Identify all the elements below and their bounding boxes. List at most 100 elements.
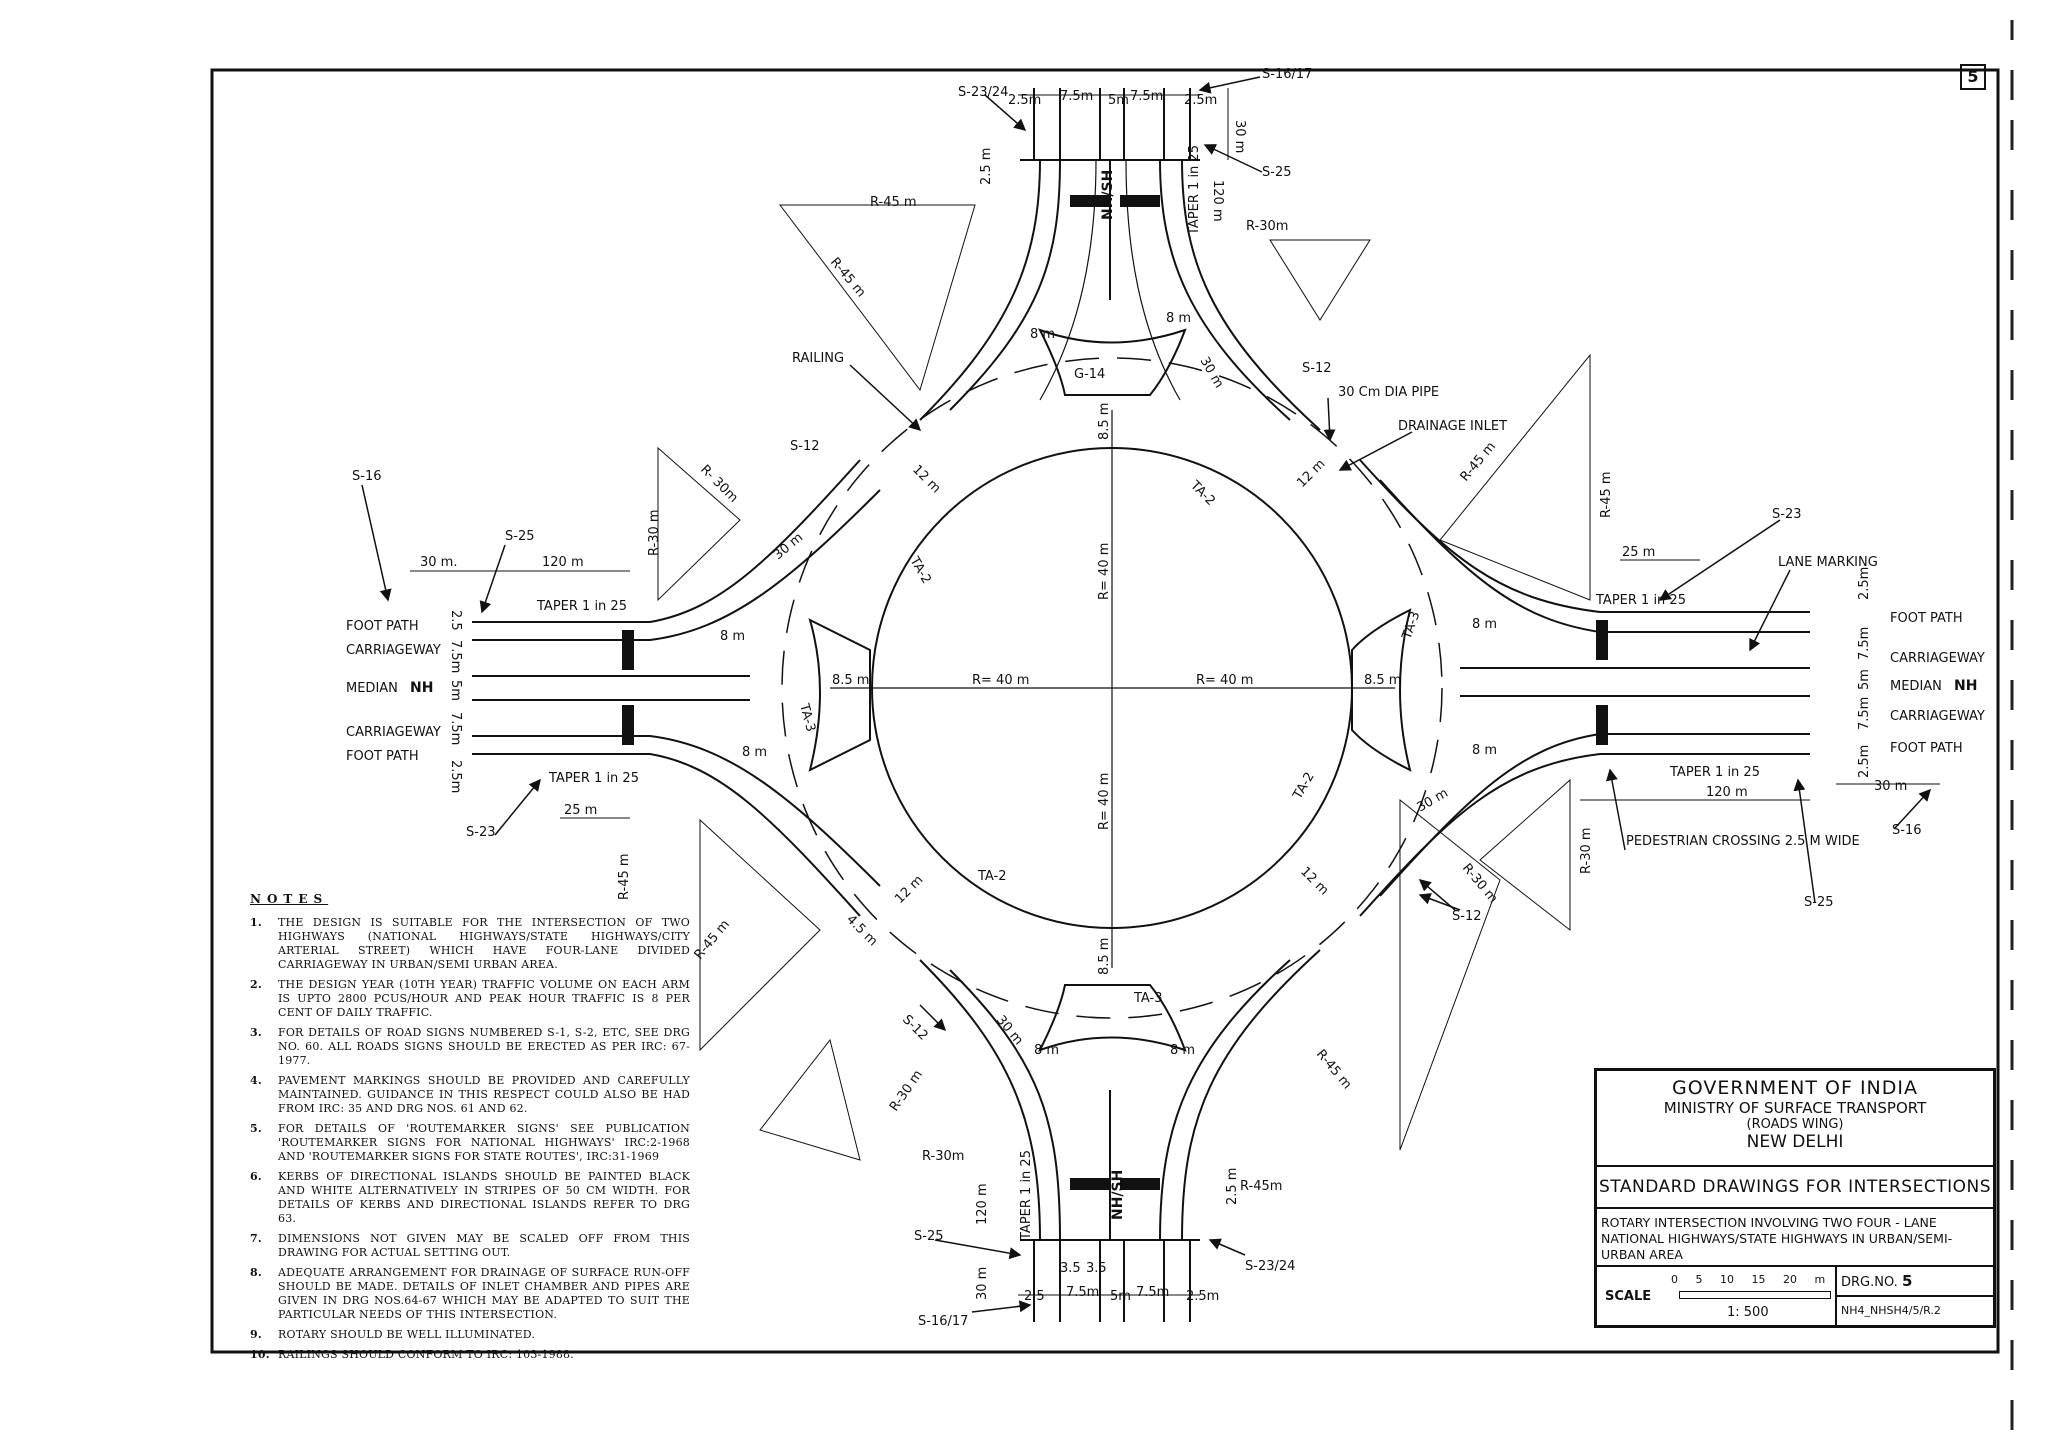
dim-south-split-2: 3.5: [1086, 1261, 1107, 1276]
island-north-85m: 8.5 m: [1097, 403, 1112, 440]
dim-top-120m: 120 m: [1210, 180, 1225, 222]
arm-8m-s2: 8 m: [1170, 1043, 1195, 1058]
standard-drawings-title: STANDARD DRAWINGS FOR INTERSECTIONS: [1597, 1167, 1993, 1209]
scale-ratio: 1: 500: [1727, 1305, 1769, 1320]
radius-r30-west: R-30 m: [647, 509, 662, 556]
ministry-title: MINISTRY OF SURFACE TRANSPORT: [1663, 1099, 1927, 1117]
dim-west-lane-5: 2.5m: [448, 760, 463, 793]
dimension-lines: [410, 88, 1940, 1296]
note-text: Kerbs of directional islands should be p…: [278, 1170, 690, 1225]
dim-north-lane-3: 5m: [1108, 93, 1129, 108]
radius-r45-nw-diag: R-45 m: [827, 255, 868, 300]
dim-north-lane-1: 2.5m: [1008, 93, 1041, 108]
radius-central-north: R= 40 m: [1097, 543, 1112, 600]
radius-r30-nw-diag: R- 30m: [697, 462, 741, 506]
dim-top-30m: 30 m: [1232, 120, 1247, 153]
dim-east-lane-5: 2.5m: [1857, 745, 1872, 778]
sign-s12-ne: S-12: [1302, 361, 1332, 376]
note-item: 1.The design is suitable for the interse…: [250, 916, 690, 972]
drawing-subject: Rotary intersection involving two four -…: [1597, 1209, 1993, 1267]
radius-r30-sw-diag: R-30 m: [887, 1068, 926, 1115]
radius-r30-east: R-30 m: [1579, 827, 1594, 874]
drawing-number-label: DRG.NO.: [1841, 1275, 1898, 1290]
dim-west-lane-1: 2.5: [448, 610, 463, 631]
drawing-number-row: DRG.NO. 5: [1837, 1267, 1993, 1297]
radius-r45-se-diag: R-45 m: [1313, 1047, 1354, 1092]
notes-block: NOTES 1.The design is suitable for the i…: [250, 892, 690, 1368]
note-number: 2.: [250, 978, 262, 991]
radius-central-south: R= 40 m: [1097, 773, 1112, 830]
sign-s16-17-south: S-16/17: [918, 1314, 968, 1329]
taper-west-top: TAPER 1 in 25: [536, 599, 627, 614]
sign-s12-se: S-12: [1452, 909, 1482, 924]
dim-top-25m: 2.5 m: [979, 148, 994, 185]
carriageway-east-bottom: CARRIAGEWAY: [1890, 709, 1985, 724]
sign-s25-south: S-25: [914, 1229, 944, 1244]
footpath-west-top: FOOT PATH: [346, 619, 419, 634]
taper-north: TAPER 1 in 25: [1187, 145, 1202, 236]
dim-north-lane-4: 7.5m: [1130, 89, 1163, 104]
note-text: Dimensions not given may be scaled off f…: [278, 1232, 690, 1259]
leader-arrows: [361, 76, 1932, 1313]
ta3-west: TA-3: [796, 701, 818, 733]
island-south-85m: 8.5 m: [1097, 938, 1112, 975]
taper-east-top: TAPER 1 in 25: [1595, 593, 1686, 608]
dim-north-lane-5: 2.5m: [1184, 93, 1217, 108]
dim-south-lane-4: 7.5m: [1136, 1285, 1169, 1300]
note-text: Pavement markings should be provided and…: [278, 1074, 690, 1115]
government-title: GOVERNMENT OF INDIA: [1672, 1077, 1918, 1099]
dim-left-25m: 25 m: [564, 803, 597, 818]
note-text: The design year (10th year) traffic volu…: [278, 978, 690, 1019]
lane-marking-label: LANE MARKING: [1778, 555, 1878, 570]
dim-bottom-120m: 120 m: [975, 1183, 990, 1225]
notes-title: NOTES: [250, 892, 329, 906]
arm-8m-n: 8 m: [1030, 327, 1055, 342]
sign-s25-east: S-25: [1804, 895, 1834, 910]
note-text: The design is suitable for the intersect…: [278, 916, 690, 971]
g14-label: G-14: [1074, 367, 1105, 382]
construction-lines: [657, 204, 1591, 1161]
carriageway-east-top: CARRIAGEWAY: [1890, 651, 1985, 666]
title-block-footer: SCALE 0 5 10 15 20 m 1: 500 DRG.NO. 5 NH…: [1597, 1267, 1993, 1327]
east-arm: [1359, 459, 1810, 917]
radius-r45-east: R-45 m: [1599, 471, 1614, 518]
drawing-border: [210, 68, 2000, 1354]
scale-ticks: 0 5 10 15 20 m: [1671, 1273, 1826, 1286]
carriageway-west-top: CARRIAGEWAY: [346, 643, 441, 658]
ta2-east: TA-2: [1290, 770, 1318, 803]
note-number: 4.: [250, 1074, 262, 1087]
west-arm: [472, 459, 881, 917]
page-number-box: 5: [1960, 64, 1986, 90]
radius-central-west: R= 40 m: [972, 673, 1029, 688]
scale-bar: [1679, 1291, 1831, 1299]
dim-left-120m: 120 m: [542, 555, 584, 570]
dim-south-split-1: 3.5: [1060, 1261, 1081, 1276]
median-east: MEDIAN: [1890, 679, 1942, 694]
railing-label: RAILING: [792, 351, 844, 366]
note-number: 8.: [250, 1266, 262, 1279]
dim-right-25m: 25 m: [1622, 545, 1655, 560]
footpath-east-bottom: FOOT PATH: [1890, 741, 1963, 756]
radius-r45-sw-diag: R-45 m: [692, 917, 733, 962]
dim-south-lane-1: 2.5: [1024, 1289, 1045, 1304]
sign-s25-north: S-25: [1262, 165, 1292, 180]
island-west-85m: 8.5 m: [832, 673, 869, 688]
note-text: For details of 'Routemarker signs' see p…: [278, 1122, 690, 1163]
drainage-inlet-label: DRAINAGE INLET: [1398, 419, 1507, 434]
title-block: GOVERNMENT OF INDIA MINISTRY OF SURFACE …: [1594, 1068, 1996, 1328]
radius-r30-south: R-30m: [922, 1149, 964, 1164]
wing-title: (ROADS WING): [1746, 1117, 1844, 1132]
note-text: Adequate arrangement for drainage of sur…: [278, 1266, 690, 1321]
taper-east-bottom: TAPER 1 in 25: [1669, 765, 1760, 780]
weave-12m-nw: 12 m: [909, 462, 943, 496]
dim-east-lane-4: 7.5m: [1857, 697, 1872, 730]
south-arm: [919, 949, 1321, 1322]
drawing-code: NH4_NHSH4/5/R.2: [1841, 1304, 1941, 1317]
ta3-south: TA-3: [1133, 991, 1163, 1006]
note-number: 10.: [250, 1348, 270, 1361]
arm-30m-ne: 30 m: [1197, 355, 1227, 391]
dim-bottom-25m: 2.5 m: [1225, 1168, 1240, 1205]
dim-east-lane-2: 7.5m: [1857, 627, 1872, 660]
nh-sh-north: NH/SH: [1100, 170, 1116, 220]
dim-right-120m: 120 m: [1706, 785, 1748, 800]
